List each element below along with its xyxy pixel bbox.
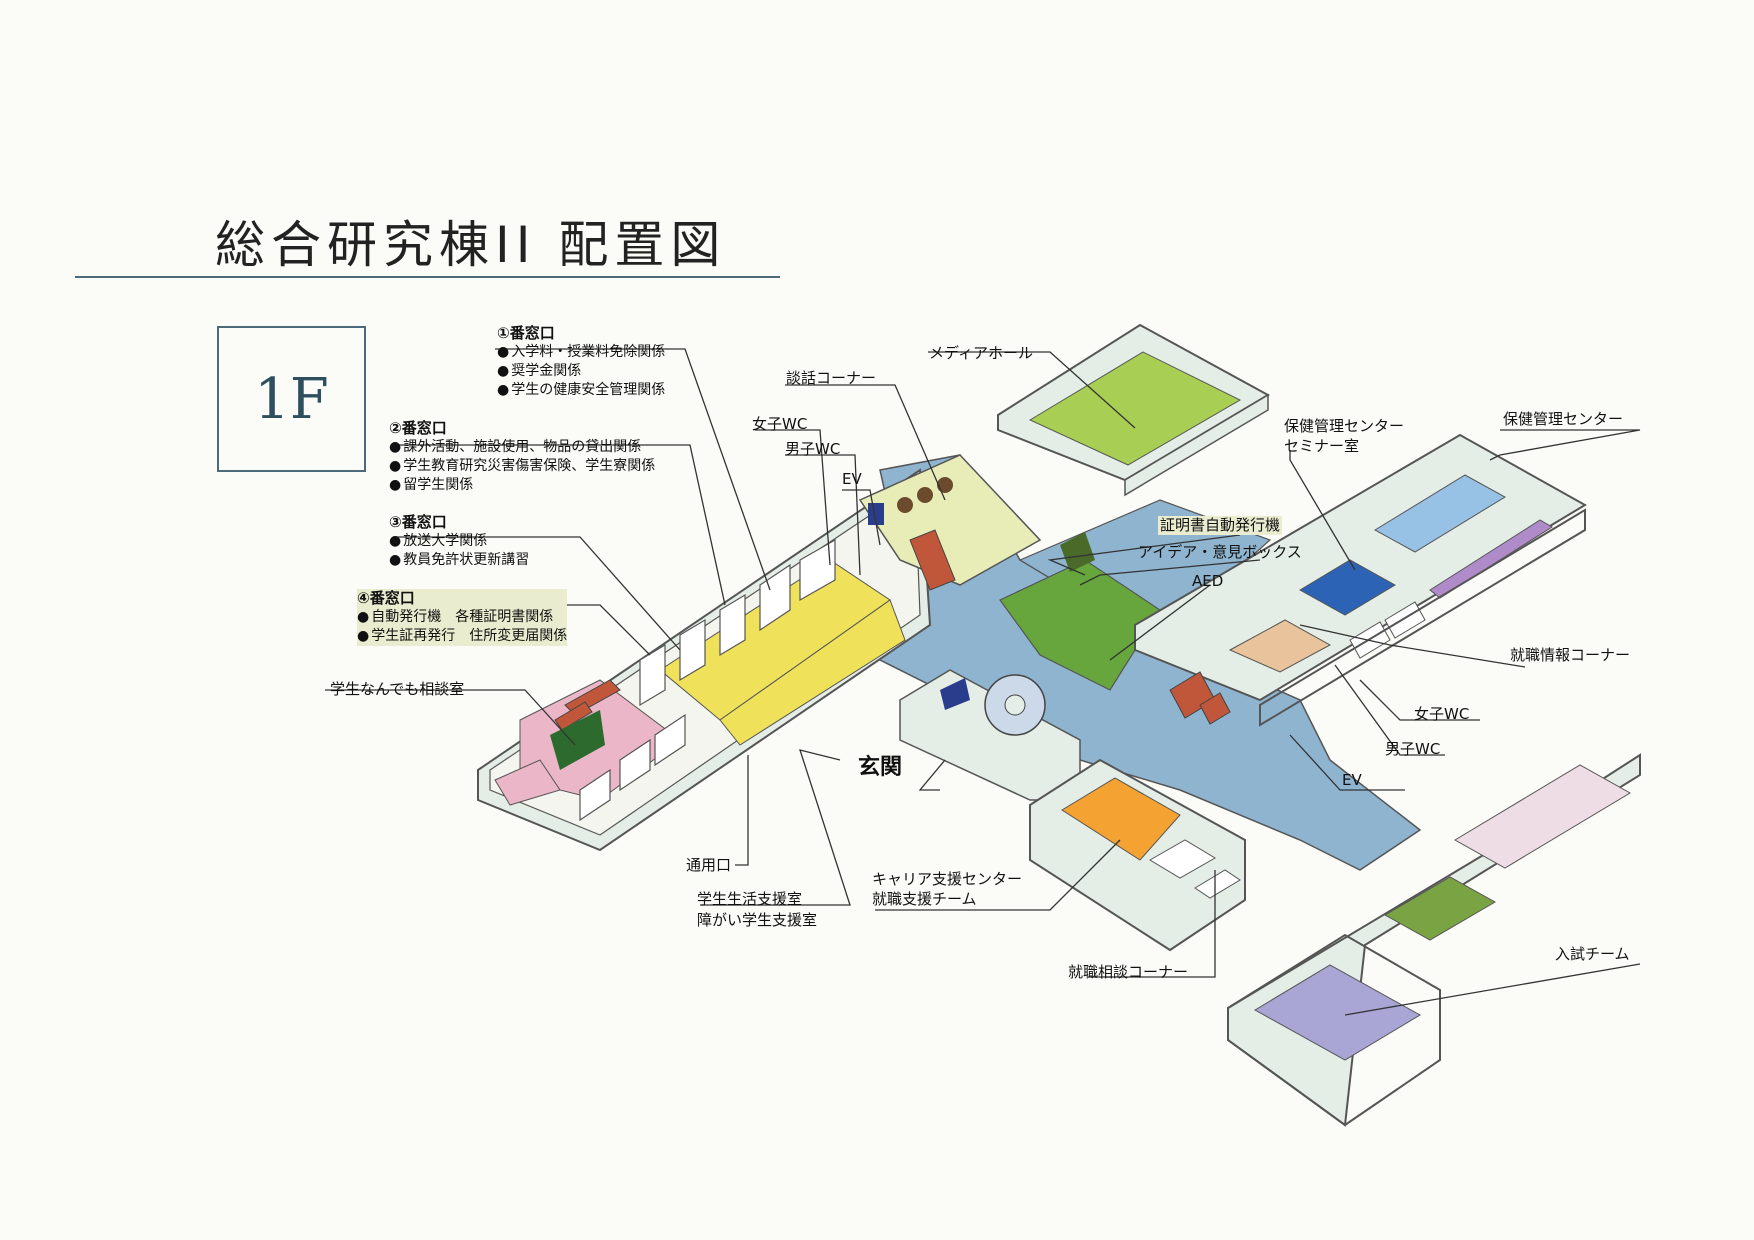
- stair-centre: [909, 529, 956, 591]
- window-item: 学生の健康安全管理関係: [497, 381, 665, 400]
- spiral-core: [1004, 694, 1026, 716]
- label-aed: AED: [1192, 572, 1224, 590]
- window-item: 奨学金関係: [497, 362, 665, 381]
- label-idea-box: アイデア・意見ボックス: [1138, 543, 1302, 561]
- career-room: [1061, 777, 1181, 861]
- label-job-info: 就職情報コーナー: [1510, 646, 1631, 664]
- label-health-center: 保健管理センター: [1503, 410, 1624, 428]
- window-item: 教員免許状更新講習: [389, 551, 529, 570]
- window-item: 放送大学関係: [389, 532, 529, 551]
- window-group-2: ②番窓口 課外活動、施設使用、物品の貸出関係 学生教育研究災害傷害保険、学生寮関…: [389, 419, 655, 495]
- left-wing-partitions: [579, 538, 836, 822]
- olive-room: [1383, 876, 1497, 941]
- pink-room-2: [494, 759, 561, 806]
- window-title: ②番窓口: [389, 419, 447, 437]
- green-board-left: [550, 710, 605, 770]
- window-group-3: ③番窓口 放送大学関係 教員免許状更新講習: [389, 513, 529, 570]
- window-title: ③番窓口: [389, 513, 447, 531]
- label-talk-corner: 談話コーナー: [786, 369, 877, 387]
- label-women-wc-2: 女子WC: [1414, 705, 1470, 723]
- window-item: 入学料・授業料免除関係: [497, 343, 665, 362]
- label-ev-2: EV: [1342, 771, 1362, 789]
- stair-left: [554, 679, 621, 731]
- window-item: 課外活動、施設使用、物品の貸出関係: [389, 438, 655, 457]
- page-title: 総合研究棟II 配置図: [215, 216, 727, 274]
- cert-machine-box: [1060, 532, 1095, 572]
- label-men-wc-2: 男子WC: [1385, 740, 1441, 758]
- light-blue-room: [1374, 474, 1506, 553]
- label-health-seminar-1: 保健管理センター: [1284, 417, 1405, 435]
- label-life-support-1: 学生生活支援室: [697, 890, 803, 908]
- info-counter: [940, 678, 970, 710]
- window-item: 学生証再発行 住所変更届関係: [357, 627, 568, 646]
- window-item: 自動発行機 各種証明書関係: [357, 608, 568, 627]
- window-group-4: ④番窓口 自動発行機 各種証明書関係 学生証再発行 住所変更届関係: [357, 589, 568, 646]
- label-life-support-2: 障がい学生支援室: [697, 911, 818, 929]
- talk-tables: [897, 477, 953, 513]
- window-title: ④番窓口: [357, 589, 568, 608]
- media-hall-floor: [1028, 351, 1242, 466]
- admission-room: [1254, 964, 1421, 1061]
- window-item: 留学生関係: [389, 476, 655, 495]
- blue-room: [1299, 559, 1396, 616]
- label-career-1: キャリア支援センター: [872, 870, 1023, 888]
- purple-room: [1429, 519, 1553, 599]
- label-cert-machine: 証明書自動発行機: [1158, 516, 1283, 535]
- title-rule: [75, 276, 780, 278]
- window-item: 学生教育研究災害傷害保険、学生寮関係: [389, 457, 655, 476]
- label-job-consult: 就職相談コーナー: [1068, 963, 1189, 981]
- job-consult-booths: [1149, 839, 1241, 899]
- peach-room: [1228, 619, 1332, 673]
- upper-centre: [858, 454, 1042, 586]
- media-hall-front: [1124, 393, 1269, 497]
- label-women-wc-1: 女子WC: [752, 415, 808, 433]
- light-pink-room: [1454, 764, 1631, 869]
- floor-indicator: 1F: [217, 326, 366, 472]
- yellow-room-2: [719, 599, 906, 746]
- label-media-hall: メディアホール: [929, 344, 1033, 362]
- vending-machine: [868, 503, 884, 525]
- window-title: ①番窓口: [497, 324, 555, 342]
- label-side-door: 通用口: [686, 856, 732, 874]
- right-lower-box: [1227, 933, 1441, 1127]
- label-men-wc-1: 男子WC: [785, 440, 841, 458]
- label-health-seminar-2: セミナー室: [1284, 437, 1360, 455]
- label-entrance: 玄関: [858, 755, 903, 780]
- right-upper-box-edge: [1259, 508, 1586, 727]
- label-career-2: 就職支援チーム: [872, 890, 977, 908]
- window-group-1: ①番窓口 入学料・授業料免除関係 奨学金関係 学生の健康安全管理関係: [497, 324, 665, 400]
- label-admission: 入試チーム: [1555, 945, 1630, 963]
- label-student-consult: 学生なんでも相談室: [330, 680, 465, 698]
- stair-right: [1169, 671, 1231, 725]
- label-ev-1: EV: [842, 470, 862, 488]
